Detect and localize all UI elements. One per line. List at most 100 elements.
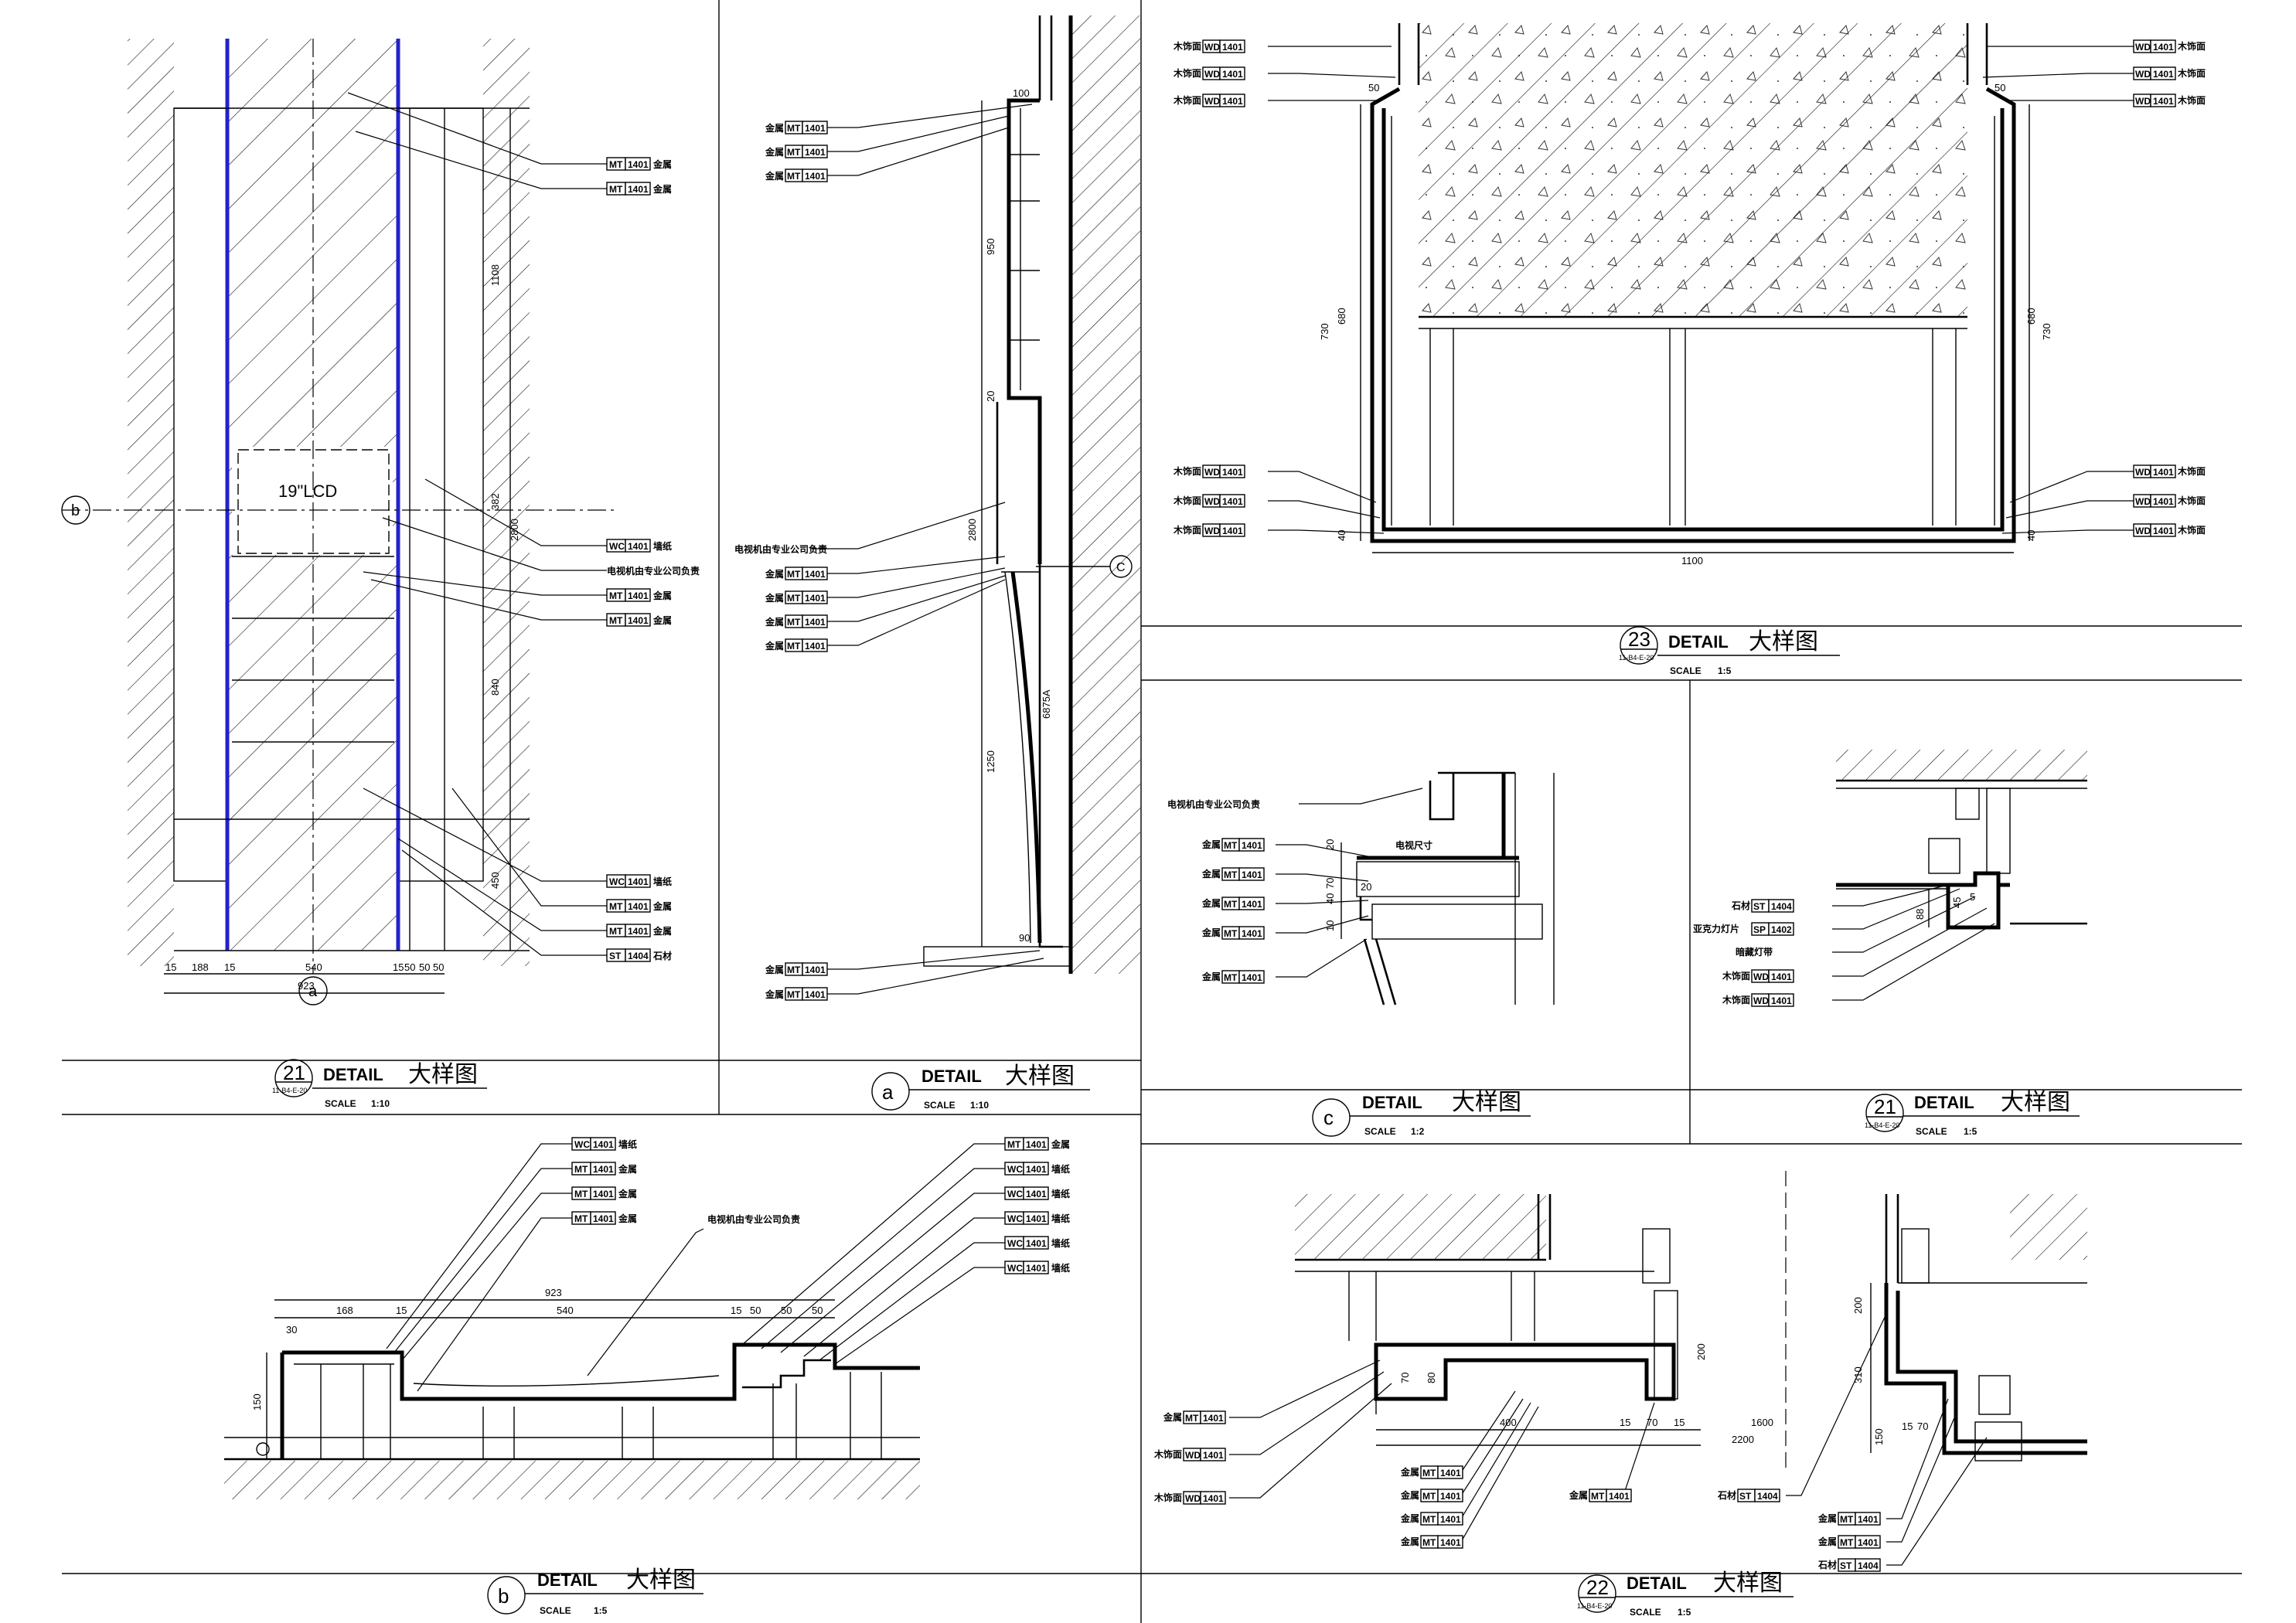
leaders-b: [386, 1143, 1005, 1392]
svg-text:100: 100: [1013, 87, 1030, 99]
title-block-22: 22 11-B4-E-20 DETAIL 大样图 SCALE 1:5: [1577, 1570, 1794, 1618]
svg-text:88: 88: [1914, 909, 1926, 920]
svg-text:金属: 金属: [652, 925, 672, 937]
svg-text:1401: 1401: [805, 593, 826, 604]
svg-text:540: 540: [305, 961, 322, 973]
svg-text:1600: 1600: [1751, 1417, 1773, 1428]
svg-text:石材: 石材: [652, 950, 672, 961]
svg-text:金属: 金属: [1201, 868, 1221, 880]
svg-text:50: 50: [1368, 82, 1379, 94]
svg-text:150: 150: [251, 1393, 263, 1410]
svg-text:MT: MT: [1007, 1139, 1021, 1150]
svg-text:WC: WC: [609, 541, 625, 552]
svg-text:WD: WD: [1204, 467, 1220, 478]
svg-text:11-B4-E-20: 11-B4-E-20: [1619, 654, 1654, 662]
svg-text:a: a: [882, 1080, 894, 1104]
svg-text:金属: 金属: [765, 640, 784, 652]
svg-text:DETAIL: DETAIL: [921, 1067, 982, 1086]
svg-text:石材: 石材: [1717, 1489, 1736, 1501]
svg-text:40: 40: [1336, 530, 1347, 541]
svg-text:90: 90: [1019, 932, 1030, 944]
svg-text:1401: 1401: [805, 965, 826, 975]
svg-text:50: 50: [404, 961, 415, 973]
svg-text:木饰面: 木饰面: [2177, 465, 2206, 477]
svg-text:大样图: 大样图: [1749, 629, 1818, 655]
svg-text:1401: 1401: [805, 641, 826, 652]
svg-text:亚克力灯片: 亚克力灯片: [1693, 923, 1739, 934]
svg-text:1401: 1401: [1026, 1263, 1047, 1274]
svg-text:21: 21: [1874, 1095, 1896, 1118]
svg-text:木饰面: 木饰面: [1173, 67, 1201, 79]
svg-text:金属: 金属: [765, 988, 784, 1000]
tv-note-21a: 电视机由专业公司负责: [607, 565, 700, 577]
svg-text:MT: MT: [1422, 1468, 1436, 1478]
svg-text:金属: 金属: [1569, 1489, 1588, 1501]
svg-text:2200: 2200: [1732, 1434, 1754, 1445]
title-block-a: a DETAIL 大样图 SCALE 1:10: [871, 1063, 1090, 1111]
svg-text:金属: 金属: [1817, 1512, 1837, 1524]
svg-text:WD: WD: [2135, 526, 2151, 536]
svg-text:730: 730: [2041, 323, 2052, 340]
svg-text:DETAIL: DETAIL: [1668, 632, 1729, 652]
dims-23: 50 50 730 680 730 680 40 40 1100: [1319, 82, 2052, 567]
svg-text:金属: 金属: [652, 183, 672, 195]
svg-text:15: 15: [1620, 1417, 1630, 1428]
svg-text:大样图: 大样图: [626, 1567, 696, 1593]
svg-text:1401: 1401: [805, 617, 826, 628]
svg-text:金属: 金属: [765, 122, 784, 134]
panel-detail-21-elevation: 19"LCD b a 15 188 15 540 15 50 50 50 923…: [61, 39, 700, 1109]
svg-text:1404: 1404: [1757, 1491, 1778, 1502]
svg-text:WD: WD: [1185, 1450, 1201, 1461]
svg-text:c: c: [1323, 1106, 1334, 1129]
svg-text:WD: WD: [1204, 496, 1220, 507]
svg-text:1401: 1401: [593, 1189, 614, 1199]
svg-text:WC: WC: [574, 1139, 590, 1150]
svg-text:21: 21: [283, 1061, 305, 1084]
svg-text:WC: WC: [1007, 1238, 1023, 1249]
svg-text:金属: 金属: [1201, 927, 1221, 938]
svg-text:WD: WD: [2135, 42, 2151, 53]
svg-text:1401: 1401: [628, 926, 649, 937]
svg-text:15: 15: [224, 961, 235, 973]
svg-text:金属: 金属: [765, 568, 784, 580]
svg-text:50: 50: [781, 1305, 792, 1316]
svg-text:墙纸: 墙纸: [653, 540, 672, 552]
svg-text:730: 730: [1319, 323, 1330, 340]
svg-text:1401: 1401: [1242, 972, 1262, 983]
svg-text:MT: MT: [574, 1164, 588, 1175]
svg-text:ST: ST: [609, 951, 622, 961]
svg-text:金属: 金属: [765, 170, 784, 182]
svg-text:15: 15: [396, 1305, 407, 1316]
svg-text:1404: 1404: [1858, 1560, 1879, 1571]
svg-text:1401: 1401: [1222, 526, 1243, 536]
svg-text:ST: ST: [1840, 1560, 1852, 1571]
svg-text:SCALE: SCALE: [1364, 1126, 1396, 1137]
svg-text:WD: WD: [1204, 96, 1220, 107]
svg-text:DETAIL: DETAIL: [323, 1065, 383, 1084]
svg-text:1:5: 1:5: [1678, 1607, 1691, 1618]
svg-text:1401: 1401: [2153, 42, 2174, 53]
svg-text:1401: 1401: [2153, 96, 2174, 107]
svg-text:1401: 1401: [1026, 1189, 1047, 1199]
tv-note-a: 电视机由专业公司负责: [734, 543, 827, 555]
svg-text:金属: 金属: [1201, 839, 1221, 850]
title-block-21a: 21 11-B4-E-20 DETAIL 大样图 SCALE 1:10: [272, 1059, 487, 1109]
svg-text:1401: 1401: [805, 989, 826, 1000]
svg-text:金属: 金属: [1051, 1138, 1070, 1150]
svg-text:1401: 1401: [1242, 840, 1262, 851]
svg-text:1401: 1401: [1203, 1450, 1224, 1461]
svg-text:1401: 1401: [1242, 928, 1262, 939]
svg-text:50: 50: [419, 961, 430, 973]
svg-text:1100: 1100: [1681, 555, 1703, 567]
svg-text:1401: 1401: [1858, 1537, 1879, 1548]
svg-text:墙纸: 墙纸: [1051, 1237, 1070, 1249]
svg-text:金属: 金属: [765, 146, 784, 158]
svg-text:1250: 1250: [985, 750, 996, 773]
svg-text:石材: 石材: [1731, 900, 1750, 911]
svg-text:WD: WD: [2135, 496, 2151, 507]
